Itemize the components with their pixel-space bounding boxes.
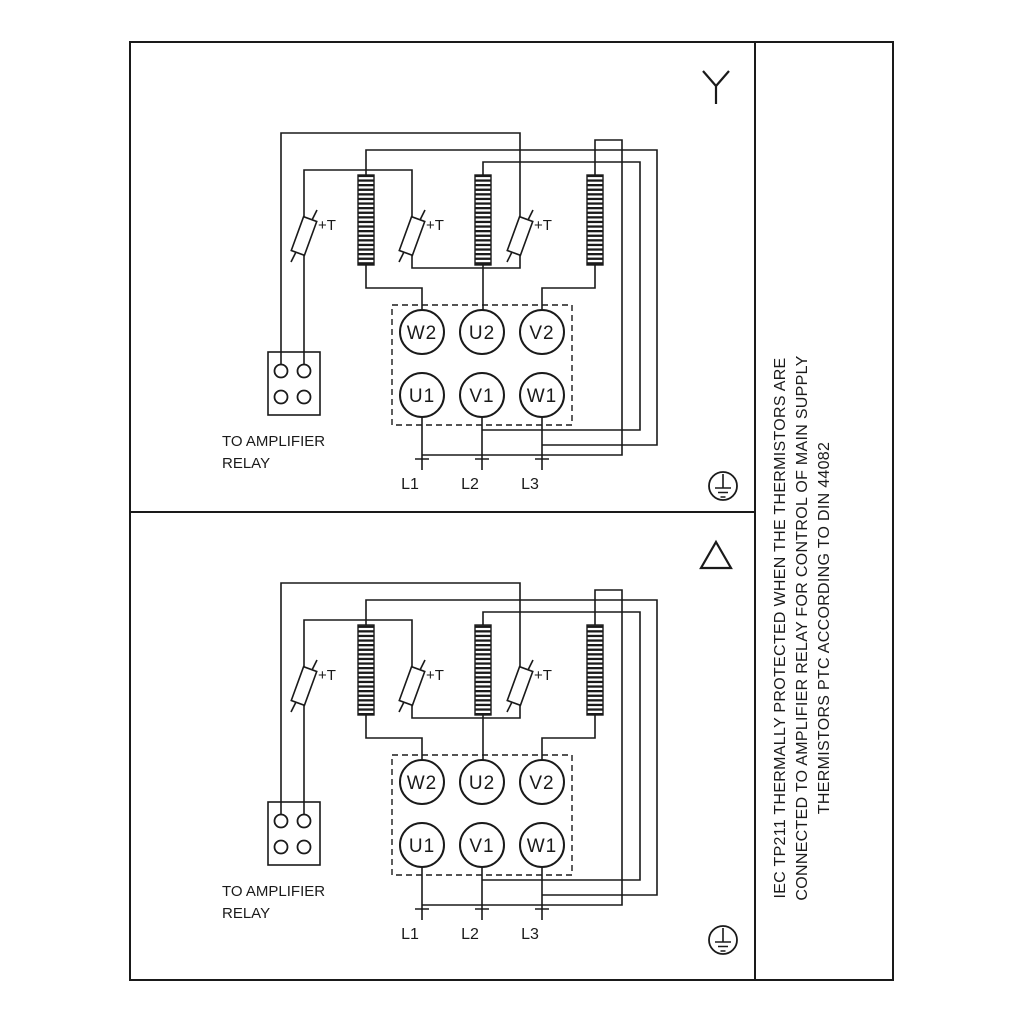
motor-winding-icon: [586, 624, 604, 716]
supply-label-l3: L3: [521, 476, 539, 493]
amplifier-relay-connector: [267, 351, 321, 416]
supply-lines: L1 L2 L3: [401, 417, 549, 493]
terminal-w2-label: W2: [407, 773, 438, 794]
thermistor-chain-wire: [280, 132, 521, 364]
supply-label-l1: L1: [401, 926, 419, 943]
terminal-row-top: W2 U2 V2: [399, 759, 565, 805]
thermistor-icon: [290, 209, 318, 263]
motor-winding-icon: [474, 174, 492, 266]
motor-winding-icon: [586, 174, 604, 266]
thermistor-icon: [506, 209, 534, 263]
relay-terminal-icon: [296, 813, 312, 829]
relay-note-line2: RELAY: [222, 455, 270, 472]
terminal-row-bottom: U1 V1 W1: [399, 372, 565, 418]
thermistor-label: +T: [534, 667, 552, 684]
thermistor-icon: [398, 209, 426, 263]
terminal-u2: [459, 759, 505, 805]
relay-note-line2: RELAY: [222, 905, 270, 922]
delta-connection-icon: [699, 539, 733, 570]
terminal-w1-label: W1: [527, 386, 558, 407]
terminal-w1-label: W1: [527, 836, 558, 857]
terminal-v2: [519, 309, 565, 355]
side-note-line2: CONNECTED TO AMPLIFIER RELAY FOR CONTROL…: [794, 355, 811, 900]
terminal-row-bottom: U1 V1 W1: [399, 822, 565, 868]
ground-icon: [708, 471, 738, 501]
terminal-v2-label: V2: [529, 773, 554, 794]
relay-terminal-icon: [296, 389, 312, 405]
thermistor-label: +T: [318, 667, 336, 684]
thermistor-icon: [506, 659, 534, 713]
supply-label-l2: L2: [461, 476, 479, 493]
thermistor-chain-wire: [280, 582, 521, 814]
relay-terminal-icon: [273, 839, 289, 855]
terminal-v2-label: V2: [529, 323, 554, 344]
thermistor-label: +T: [318, 217, 336, 234]
terminal-v1-label: V1: [469, 836, 494, 857]
terminal-row-top: W2 U2 V2: [399, 309, 565, 355]
ground-icon: [708, 925, 738, 955]
side-note: IEC TP211 THERMALLY PROTECTED WHEN THE T…: [772, 355, 833, 900]
supply-label-l2: L2: [461, 926, 479, 943]
motor-winding-icon: [357, 624, 375, 716]
terminal-u1-label: U1: [409, 386, 435, 407]
thermistor-icon: [290, 659, 318, 713]
relay-box: [267, 801, 321, 866]
relay-terminal-icon: [296, 363, 312, 379]
thermistor-label: +T: [534, 217, 552, 234]
relay-note-line1: TO AMPLIFIER: [222, 883, 325, 900]
amplifier-relay-connector: [267, 801, 321, 866]
thermistor-label: +T: [426, 217, 444, 234]
relay-terminal-icon: [273, 363, 289, 379]
panel-star: +T +T +T W2 U2 V2 U1 V1 W1 L1 L2: [222, 70, 738, 501]
supply-label-l3: L3: [521, 926, 539, 943]
thermistor-label: +T: [426, 667, 444, 684]
winding-wires: [365, 139, 658, 456]
motor-winding-icon: [357, 174, 375, 266]
terminal-u2-label: U2: [469, 773, 495, 794]
terminal-v1-label: V1: [469, 386, 494, 407]
star-connection-icon: [702, 70, 730, 104]
side-note-line3: THERMISTORS PTC ACCORDING TO DIN 44082: [816, 442, 833, 814]
terminal-u2-label: U2: [469, 323, 495, 344]
terminal-u1-label: U1: [409, 836, 435, 857]
supply-lines: L1 L2 L3: [401, 867, 549, 943]
terminal-w2-label: W2: [407, 323, 438, 344]
winding-wires: [365, 589, 658, 906]
panel-delta: +T +T +T W2 U2 V2 U1 V1 W1 L1 L2 L3: [222, 539, 738, 955]
terminal-v2: [519, 759, 565, 805]
relay-terminal-icon: [273, 389, 289, 405]
terminal-w2: [399, 309, 445, 355]
thermistor-icon: [398, 659, 426, 713]
relay-terminal-icon: [296, 839, 312, 855]
terminal-u2: [459, 309, 505, 355]
relay-terminal-icon: [273, 813, 289, 829]
side-note-line1: IEC TP211 THERMALLY PROTECTED WHEN THE T…: [772, 357, 789, 898]
terminal-w2: [399, 759, 445, 805]
relay-box: [267, 351, 321, 416]
relay-note-line1: TO AMPLIFIER: [222, 433, 325, 450]
supply-label-l1: L1: [401, 476, 419, 493]
motor-winding-icon: [474, 624, 492, 716]
